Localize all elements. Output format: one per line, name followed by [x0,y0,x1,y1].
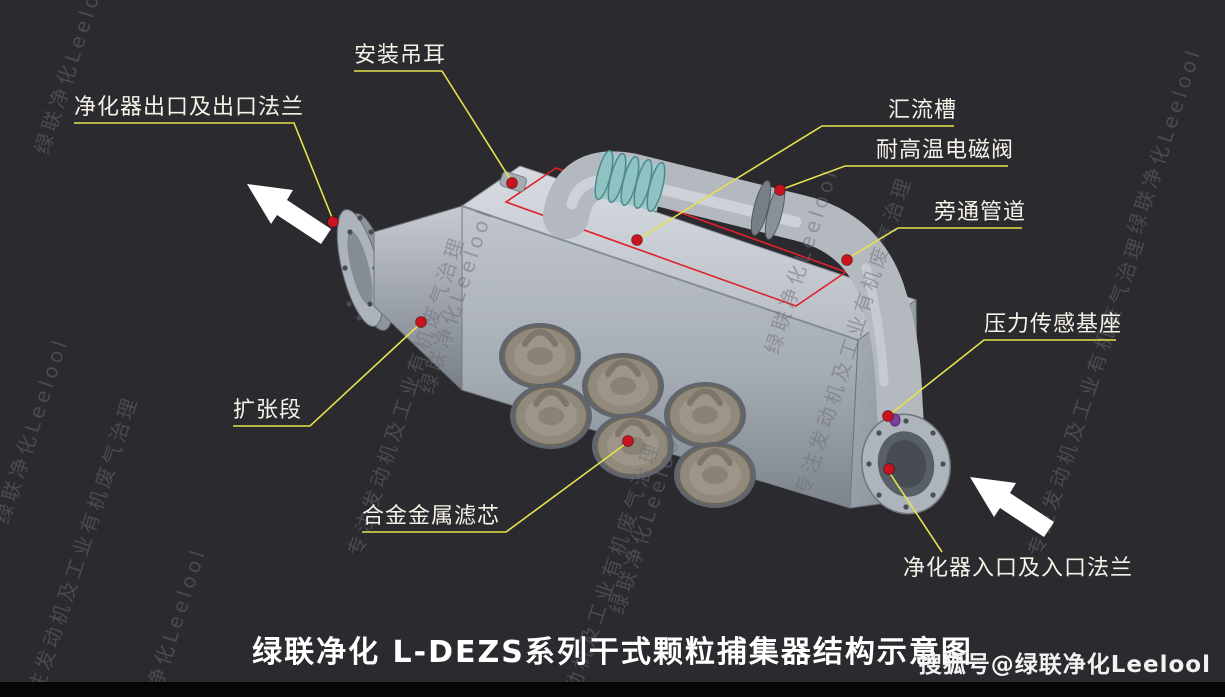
leader-ht-solenoid-valve [779,165,1008,191]
outlet-flow-arrow-icon [247,184,331,244]
dot-bypass-pipe [841,254,853,266]
leader-lines [74,70,1116,553]
sohu-handle: 搜狐号@绿联净化Leelool [918,652,1211,678]
filter-cartridge [499,323,581,389]
label-expansion-section: 扩张段 [233,398,303,423]
dot-inlet-flange [883,463,895,475]
dot-expansion-section [415,316,427,328]
leader-pressure-sensor [887,339,1116,417]
marker-dots [327,177,895,475]
filter-cartridges [499,323,756,508]
label-bypass-pipe: 旁通管道 [934,200,1027,225]
filter-cartridge [510,383,592,449]
dot-outlet-flange [327,216,339,228]
label-inlet-flange: 净化器入口及入口法兰 [903,556,1134,581]
pipe-flange-shape [750,180,786,240]
leader-confluence-channel [636,125,954,241]
bypass-pipe-shape [543,149,925,461]
leader-inlet-flange [888,471,943,553]
bellows-shape [592,149,668,213]
dot-confluence-channel [631,234,643,246]
inlet-flange-shape [860,413,952,515]
diagram-title: 绿联净化 L-DEZS系列干式颗粒捕集器结构示意图 [252,635,973,670]
leader-mounting-lug [354,70,513,183]
leader-outlet-flange [74,122,334,221]
label-alloy-filter: 合金金属滤芯 [362,504,501,529]
label-mounting-lug: 安装吊耳 [354,43,447,68]
dot-alloy-filter [622,435,634,447]
leader-alloy-filter [362,441,629,533]
dot-mounting-lug [506,177,518,189]
leader-bypass-pipe [846,227,1022,260]
flow-arrows [247,184,1054,537]
filter-cartridge [664,382,746,448]
inlet-flow-arrow-icon [970,477,1054,537]
label-pressure-sensor: 压力传感基座 [984,312,1123,337]
label-confluence-channel: 汇流槽 [888,98,958,123]
filter-cartridge [674,442,756,508]
bottom-bar [0,682,1225,697]
leader-expansion-section [233,322,422,427]
filter-cartridge [582,353,664,419]
label-outlet-flange: 净化器出口及出口法兰 [74,95,305,120]
dot-pressure-sensor [882,410,894,422]
dot-ht-solenoid-valve [774,184,786,196]
label-ht-solenoid-valve: 耐高温电磁阀 [876,138,1015,163]
